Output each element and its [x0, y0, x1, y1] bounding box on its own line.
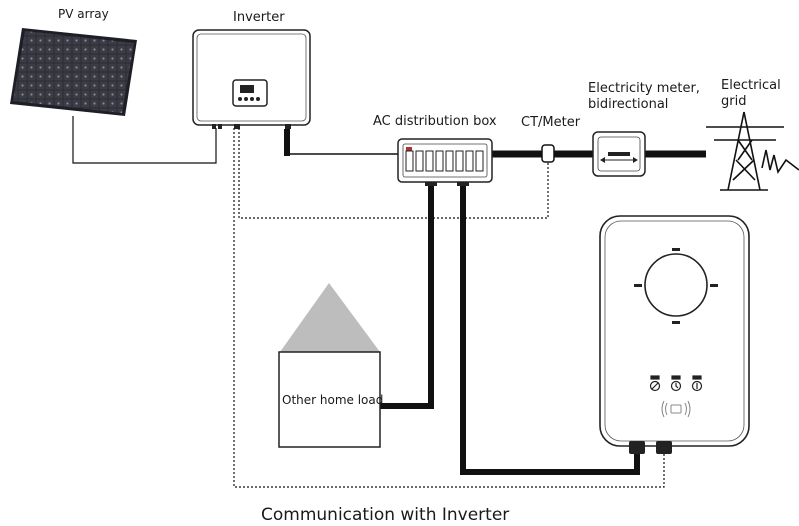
ct-clamp — [541, 144, 555, 163]
charger-gland-right — [656, 441, 672, 454]
grid-pylon-icon — [706, 111, 799, 191]
meter-label-line2: bidirectional — [588, 97, 668, 112]
bidirectional-meter — [592, 131, 646, 177]
ev-charger — [599, 215, 750, 454]
charger-gland-left — [629, 441, 645, 454]
pv-array — [10, 28, 137, 116]
inverter-label: Inverter — [233, 10, 285, 25]
ct-meter-label: CT/Meter — [521, 115, 581, 130]
ac-distribution-box — [397, 138, 493, 186]
grid-label-line1: Electrical — [721, 78, 781, 93]
charger-indicator-icons — [649, 375, 703, 392]
rfid-icon — [661, 400, 691, 418]
home-load: Other home load — [278, 283, 383, 448]
charger-status-ring — [644, 253, 708, 317]
communication-wiring — [233, 128, 665, 488]
pv-array-label: PV array — [58, 7, 109, 21]
meter-label-line1: Electricity meter, — [588, 81, 700, 96]
caption: Communication with Inverter — [261, 505, 509, 525]
ac-box-label: AC distribution box — [373, 114, 497, 129]
home-load-label: Other home load — [282, 393, 383, 407]
inverter — [192, 29, 311, 129]
grid-label-line2: grid — [721, 94, 746, 109]
